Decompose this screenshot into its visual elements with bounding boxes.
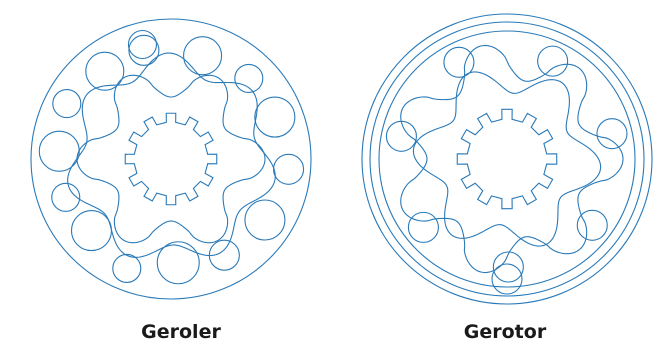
geroler-star-rotor bbox=[76, 74, 266, 244]
gerotor-inner-rotor bbox=[412, 71, 602, 247]
gerotor-bolt-hole bbox=[443, 46, 475, 78]
geroler-roller bbox=[127, 29, 157, 60]
geroler-roller bbox=[234, 63, 264, 93]
gerotor-caption: Gerotor bbox=[463, 321, 547, 343]
geroler-roller bbox=[112, 253, 142, 283]
geroler-housing-outline bbox=[30, 18, 312, 300]
gerotor-diagram bbox=[361, 13, 653, 305]
geroler-stator-profile bbox=[67, 52, 276, 258]
gerotor-bolt-hole bbox=[385, 120, 417, 152]
geroler-caption: Geroler bbox=[141, 321, 221, 343]
gerotor-bolt-hole bbox=[407, 211, 439, 243]
geroler-roller bbox=[272, 153, 305, 185]
gerotor-spline bbox=[456, 108, 558, 210]
gerotor-bolt-hole bbox=[537, 45, 569, 77]
geroler-roller bbox=[156, 241, 200, 285]
gerotor-housing-ring bbox=[369, 21, 645, 297]
geroler-roller bbox=[254, 96, 296, 138]
gerotor-housing-inner bbox=[378, 30, 636, 288]
gerotor-bolt-hole bbox=[596, 118, 628, 150]
geroler-roller bbox=[244, 199, 286, 241]
geroler-roller bbox=[38, 130, 80, 172]
geroler-spline bbox=[124, 112, 218, 206]
gerotor-bolt-hole bbox=[491, 263, 523, 295]
geroler-roller bbox=[70, 210, 113, 252]
geroler-roller bbox=[51, 182, 81, 212]
geroler-roller bbox=[52, 89, 82, 119]
gerotor-housing-outer bbox=[361, 13, 653, 305]
gerotor-bolt-hole bbox=[492, 251, 524, 283]
geroler-diagram bbox=[30, 18, 312, 300]
geroler-roller bbox=[183, 36, 223, 76]
gerotor-bolt-hole bbox=[576, 209, 608, 241]
geroler-roller bbox=[85, 51, 125, 91]
gerotor-outer-rotor bbox=[400, 44, 624, 274]
geroler-roller bbox=[128, 34, 160, 66]
